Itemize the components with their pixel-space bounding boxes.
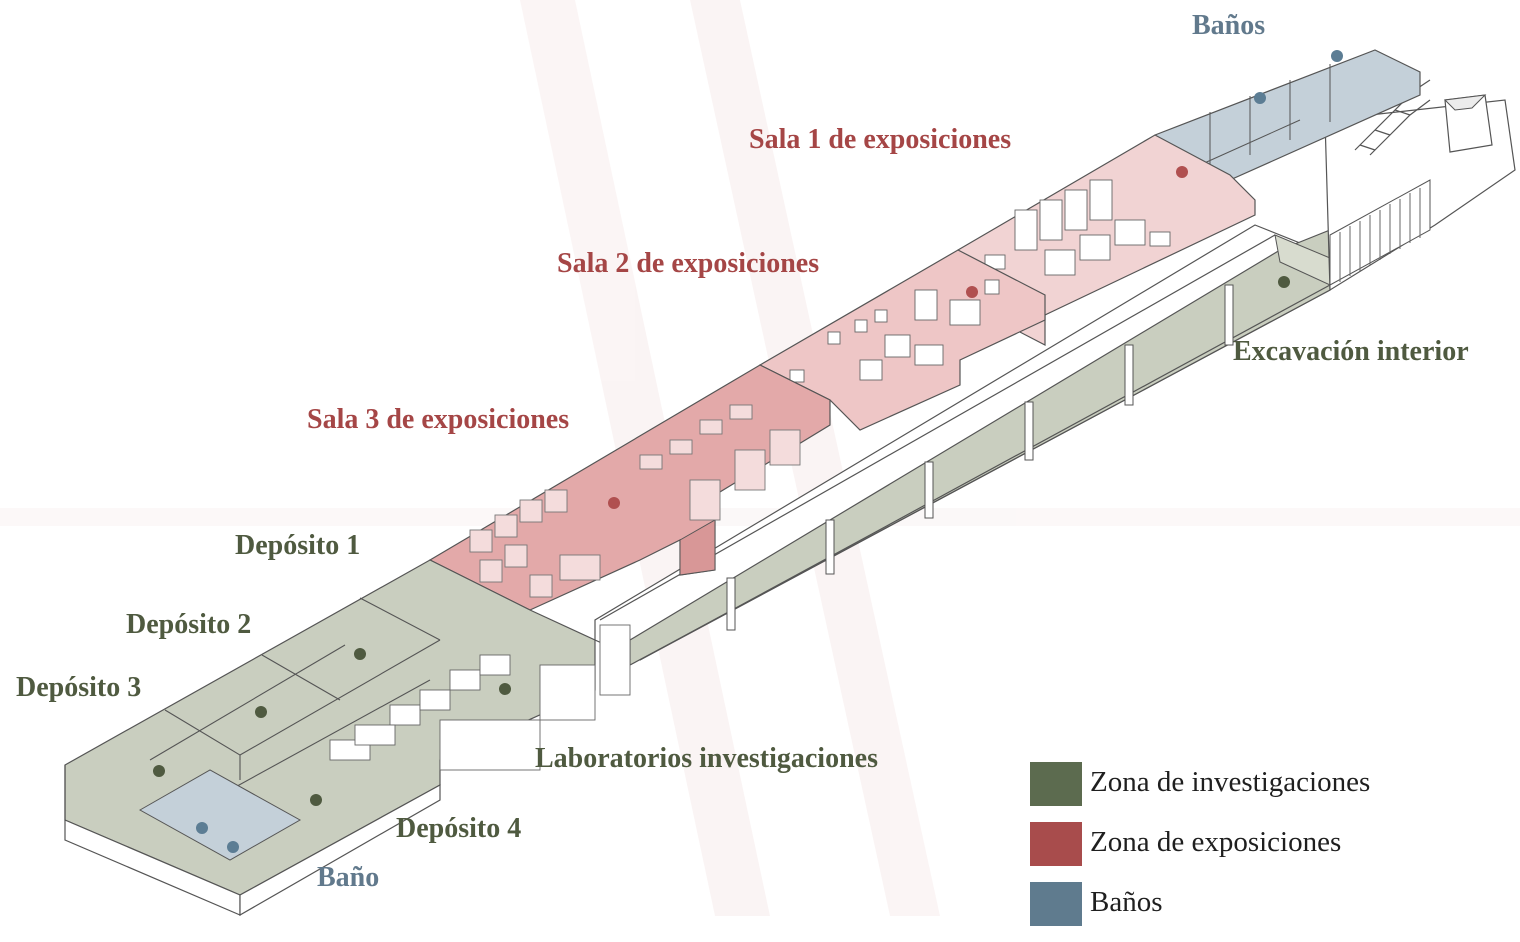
excavation-posts	[726, 284, 1234, 631]
label-excavacion-interior: Excavación interior	[1233, 336, 1469, 367]
label-sala-2: Sala 2 de exposiciones	[557, 248, 820, 279]
label-laboratorios-investigaciones: Laboratorios investigaciones	[535, 743, 878, 774]
legend-label-exposiciones: Zona de exposiciones	[1090, 826, 1342, 858]
sala-2-zone	[758, 249, 1046, 431]
label-bano: Baño	[317, 862, 380, 893]
label-sala-1: Sala 1 de exposiciones	[749, 124, 1012, 155]
label-sala-3: Sala 3 de exposiciones	[307, 404, 570, 435]
legend-label-banos: Baños	[1090, 886, 1163, 918]
laboratorios-zone	[64, 276, 1290, 916]
label-deposito-2: Depósito 2	[126, 609, 252, 640]
legend-label-investigaciones: Zona de investigaciones	[1090, 766, 1371, 798]
excavation-corridor	[594, 224, 1331, 667]
entrance-structure	[1324, 79, 1516, 292]
label-banos-top: Baños	[1192, 10, 1266, 41]
legend-swatch-banos	[1030, 882, 1082, 926]
label-deposito-4: Depósito 4	[396, 813, 522, 844]
legend-swatch-exposiciones	[1030, 822, 1082, 866]
label-deposito-3: Depósito 3	[16, 672, 142, 703]
building-isometric-plan	[64, 0, 1516, 916]
sala-3-zone	[428, 364, 831, 611]
legend-swatch-investigaciones	[1030, 762, 1082, 806]
label-deposito-1: Depósito 1	[235, 530, 361, 561]
